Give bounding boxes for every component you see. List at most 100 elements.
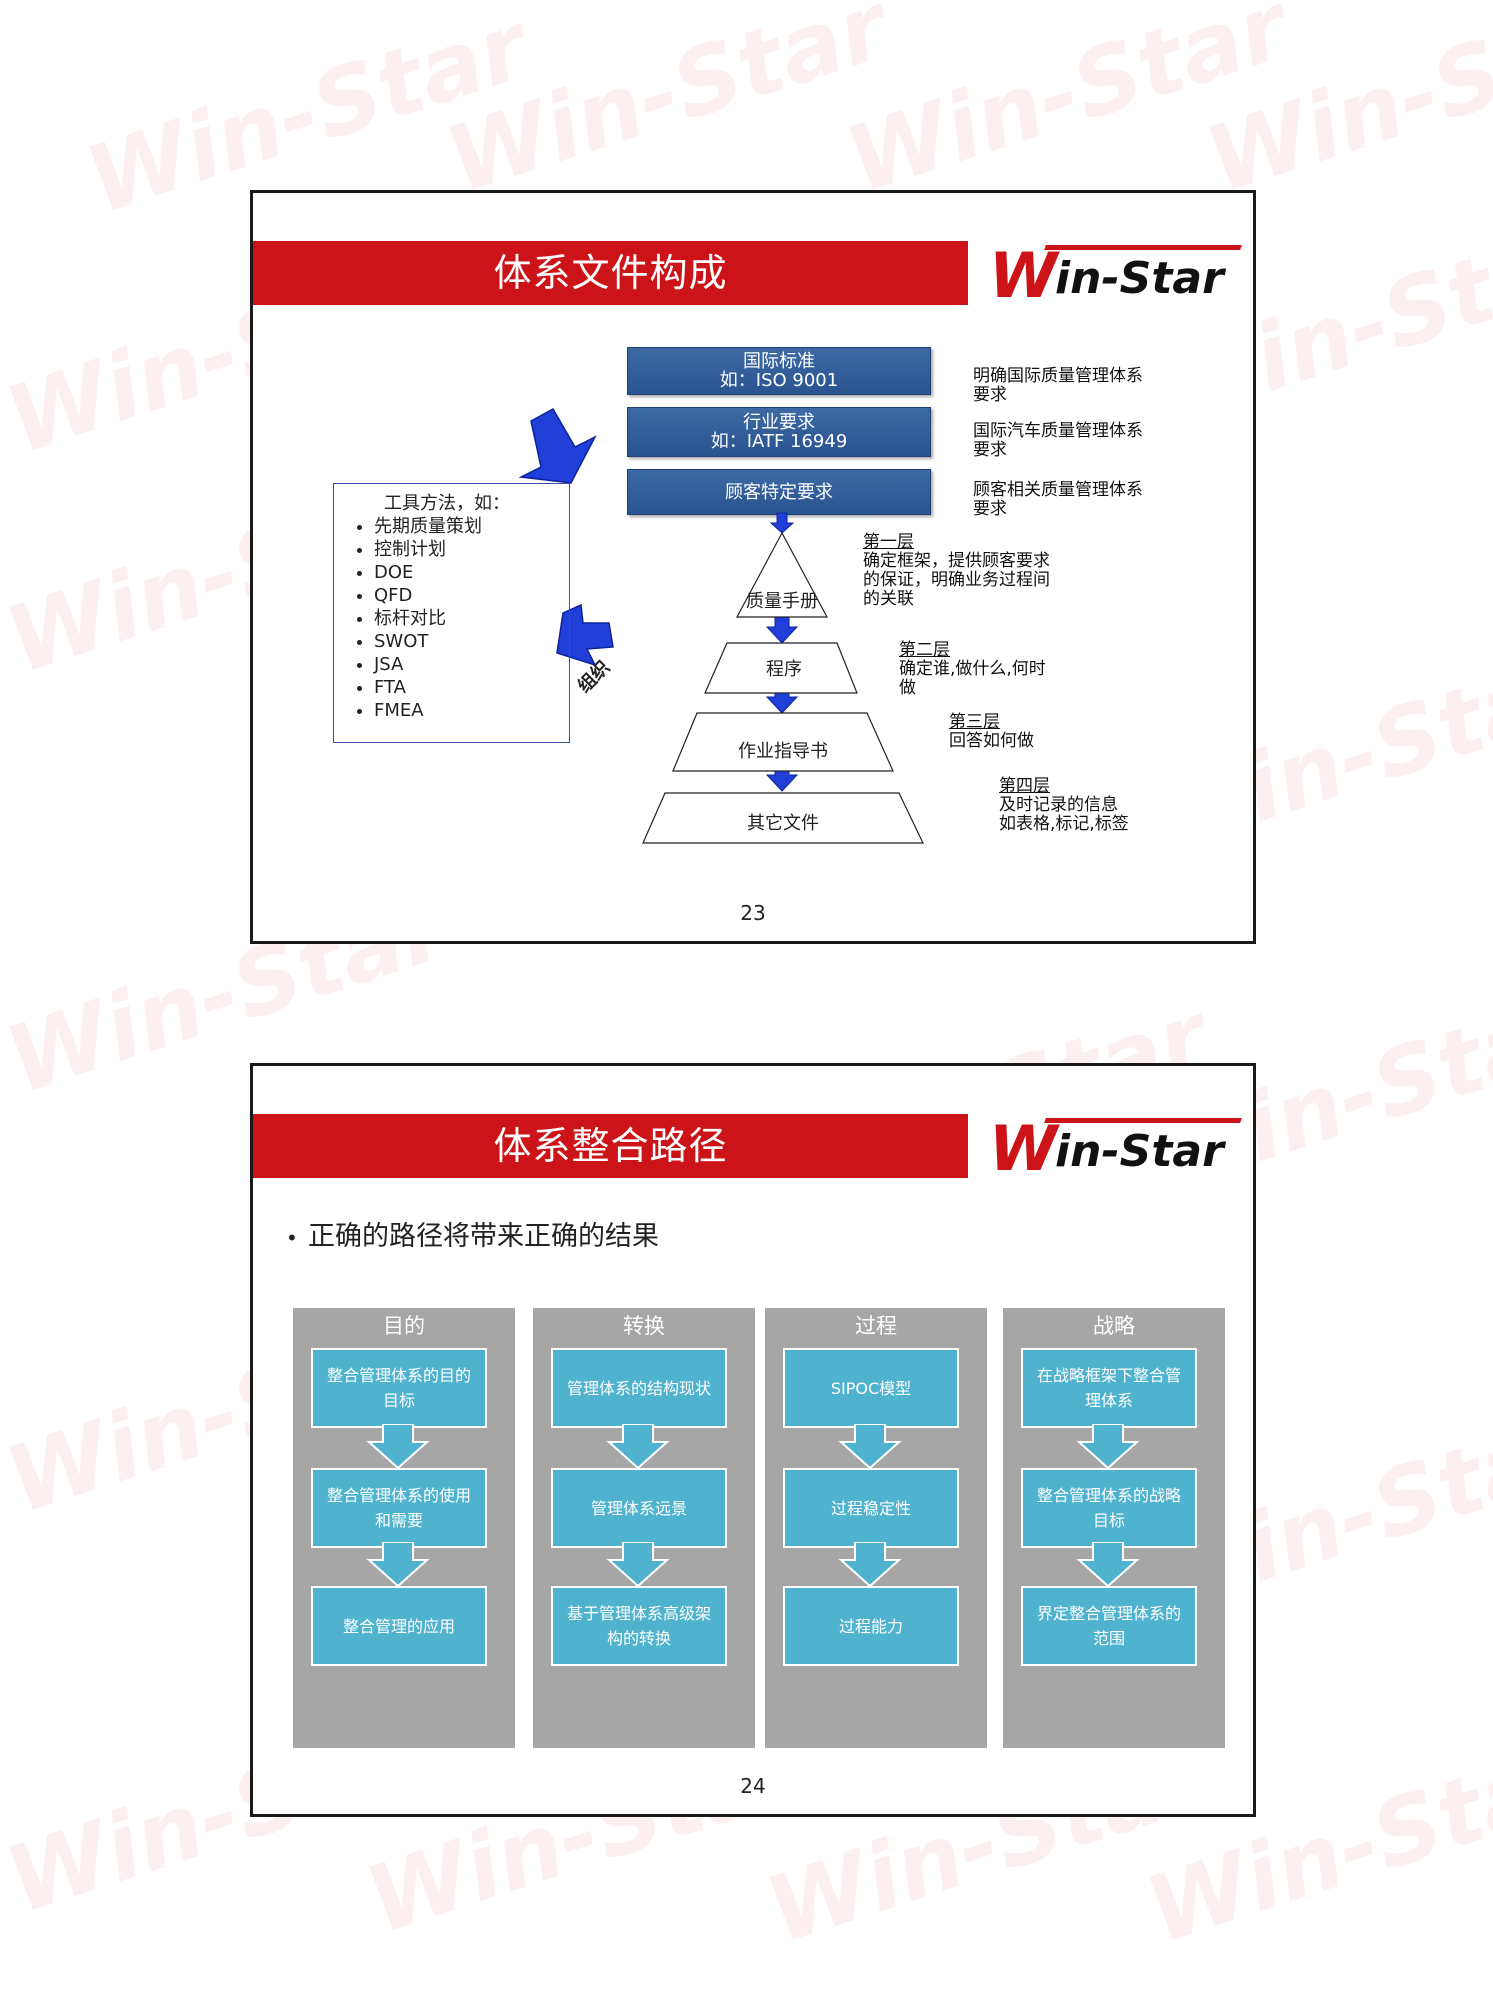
layer-line: 确定框架，提供顾客要求 bbox=[863, 551, 1050, 571]
tools-list-item: FMEA bbox=[374, 699, 569, 722]
step-box: 管理体系远景 bbox=[551, 1468, 727, 1548]
layer-line: 及时记录的信息 bbox=[999, 795, 1118, 815]
pyramid-tier-4 bbox=[642, 792, 924, 844]
logo-letter: W bbox=[989, 1112, 1058, 1185]
step-line: 基于管理体系高级架 bbox=[566, 1604, 711, 1623]
logo-text: in-Star bbox=[1055, 1126, 1224, 1177]
down-arrow-icon bbox=[838, 1542, 902, 1588]
box-line: 国际标准 bbox=[743, 351, 815, 372]
bullet-point: • 正确的路径将带来正确的结果 bbox=[286, 1214, 659, 1253]
layer-description: 第二层 确定谁,做什么,何时 做 bbox=[899, 641, 1046, 698]
column-heading: 目的 bbox=[383, 1314, 425, 1338]
layer-name: 第四层 bbox=[999, 776, 1050, 796]
column-process: 过程 SIPOC模型 过程稳定性 过程能力 bbox=[765, 1308, 987, 1748]
step-box: 整合管理体系的战略目标 bbox=[1021, 1468, 1197, 1548]
layer-line: 做 bbox=[899, 678, 916, 698]
box-description: 国际汽车质量管理体系 要求 bbox=[973, 422, 1143, 460]
pyramid-tier-1 bbox=[735, 531, 829, 618]
title-bar: 体系文件构成 bbox=[253, 241, 968, 305]
column-heading: 转换 bbox=[623, 1314, 665, 1338]
layer-line: 如表格,标记,标签 bbox=[999, 814, 1129, 834]
tools-list: 先期质量策划 控制计划 DOE QFD 标杆对比 SWOT JSA FTA FM… bbox=[334, 515, 569, 722]
win-star-logo: W in-Star bbox=[989, 243, 1242, 309]
down-arrow-icon bbox=[1076, 1542, 1140, 1588]
box-line: 行业要求 bbox=[743, 412, 815, 433]
column-purpose: 目的 整合管理体系的目的目标 整合管理体系的使用和需要 整合管理的应用 bbox=[293, 1308, 515, 1748]
column-heading: 过程 bbox=[855, 1314, 897, 1338]
layer-line: 的保证，明确业务过程间 bbox=[863, 570, 1050, 590]
step-line: 构的转换 bbox=[606, 1629, 671, 1648]
step-box: 整合管理体系的使用和需要 bbox=[311, 1468, 487, 1548]
step-box: 过程能力 bbox=[783, 1586, 959, 1666]
step-line: 界定整合管理体系的 bbox=[1036, 1604, 1181, 1623]
pyramid-label: 程序 bbox=[766, 659, 802, 680]
pyramid-tier-3 bbox=[672, 712, 894, 772]
desc-line: 国际汽车质量管理体系 bbox=[973, 421, 1143, 441]
pyramid-diagram bbox=[518, 407, 924, 844]
step-line: 范围 bbox=[1092, 1629, 1125, 1648]
step-box: 管理体系的结构现状 bbox=[551, 1348, 727, 1428]
layer-description: 第四层 及时记录的信息 如表格,标记,标签 bbox=[999, 777, 1129, 834]
pyramid-tier-2 bbox=[704, 642, 858, 694]
layer-name: 第二层 bbox=[899, 640, 950, 660]
layer-line: 的关联 bbox=[863, 589, 914, 609]
down-arrow-icon bbox=[838, 1424, 902, 1470]
down-arrow-icon bbox=[606, 1542, 670, 1588]
box-description: 顾客相关质量管理体系 要求 bbox=[973, 481, 1143, 519]
slide-title: 体系整合路径 bbox=[493, 1124, 728, 1168]
tools-list-item: 控制计划 bbox=[374, 538, 569, 561]
step-line: 整合管理体系的使用 bbox=[326, 1486, 471, 1505]
bullet-text: 正确的路径将带来正确的结果 bbox=[308, 1221, 659, 1252]
column-heading: 战略 bbox=[1093, 1314, 1135, 1338]
slide-title: 体系文件构成 bbox=[493, 251, 728, 295]
pyramid-label: 其它文件 bbox=[747, 813, 819, 834]
step-line: 整合管理体系的战略 bbox=[1036, 1486, 1181, 1505]
slide-24: 体系整合路径 W in-Star • 正确的路径将带来正确的结果 目的 整合管理体… bbox=[250, 1063, 1256, 1817]
customer-box: 顾客特定要求 bbox=[627, 469, 931, 515]
box-line: 顾客特定要求 bbox=[725, 481, 833, 503]
logo-text: in-Star bbox=[1055, 253, 1224, 304]
down-arrow-icon bbox=[765, 616, 799, 644]
tools-list-item: DOE bbox=[374, 561, 569, 584]
down-arrow-icon bbox=[606, 1424, 670, 1470]
step-line: 理体系 bbox=[1084, 1391, 1133, 1410]
layer-line: 确定谁,做什么,何时 bbox=[899, 659, 1046, 679]
column-strategy: 战略 在战略框架下整合管理体系 整合管理体系的战略目标 界定整合管理体系的范围 bbox=[1003, 1308, 1225, 1748]
page-number: 24 bbox=[740, 1774, 766, 1798]
desc-line: 要求 bbox=[973, 385, 1007, 405]
step-box: 过程稳定性 bbox=[783, 1468, 959, 1548]
tools-box: 工具方法，如： 先期质量策划 控制计划 DOE QFD 标杆对比 SWOT JS… bbox=[333, 483, 570, 743]
step-line: 过程能力 bbox=[838, 1616, 903, 1636]
step-box: 基于管理体系高级架构的转换 bbox=[551, 1586, 727, 1666]
tools-list-item: QFD bbox=[374, 584, 569, 607]
step-line: 整合管理体系的目的 bbox=[326, 1366, 471, 1385]
box-line: 如：ISO 9001 bbox=[719, 370, 839, 391]
watermark: Win-Star bbox=[1194, 0, 1493, 215]
box-line: 如：IATF 16949 bbox=[710, 431, 848, 452]
step-line: 管理体系的结构现状 bbox=[566, 1378, 711, 1398]
up-right-arrow-icon bbox=[556, 603, 614, 667]
step-line: 过程稳定性 bbox=[830, 1498, 911, 1518]
desc-line: 要求 bbox=[973, 440, 1007, 460]
step-box: 在战略框架下整合管理体系 bbox=[1021, 1348, 1197, 1428]
layer-line: 回答如何做 bbox=[949, 731, 1034, 751]
down-arrow-icon bbox=[1076, 1424, 1140, 1470]
layer-description: 第一层 确定框架，提供顾客要求 的保证，明确业务过程间 的关联 bbox=[863, 533, 1050, 609]
down-arrow-icon bbox=[366, 1424, 430, 1470]
pyramid-label: 质量手册 bbox=[746, 591, 818, 612]
win-star-logo: W in-Star bbox=[989, 1112, 1242, 1185]
tools-list-item: 先期质量策划 bbox=[374, 515, 569, 538]
step-line: 管理体系远景 bbox=[590, 1498, 687, 1518]
step-box: 界定整合管理体系的范围 bbox=[1021, 1586, 1197, 1666]
down-arrow-icon bbox=[769, 512, 795, 534]
step-line: 和需要 bbox=[374, 1511, 423, 1530]
bullet-icon: • bbox=[286, 1225, 298, 1250]
layer-name: 第一层 bbox=[863, 532, 914, 552]
left-down-arrow-icon bbox=[518, 407, 597, 484]
tools-heading: 工具方法，如： bbox=[384, 493, 510, 514]
layer-description: 第三层 回答如何做 bbox=[949, 713, 1034, 751]
tools-list-item: 标杆对比 bbox=[374, 607, 569, 630]
industry-box: 行业要求 如：IATF 16949 bbox=[627, 407, 931, 457]
layer-name: 第三层 bbox=[949, 712, 1000, 732]
title-bar: 体系整合路径 bbox=[253, 1114, 968, 1178]
